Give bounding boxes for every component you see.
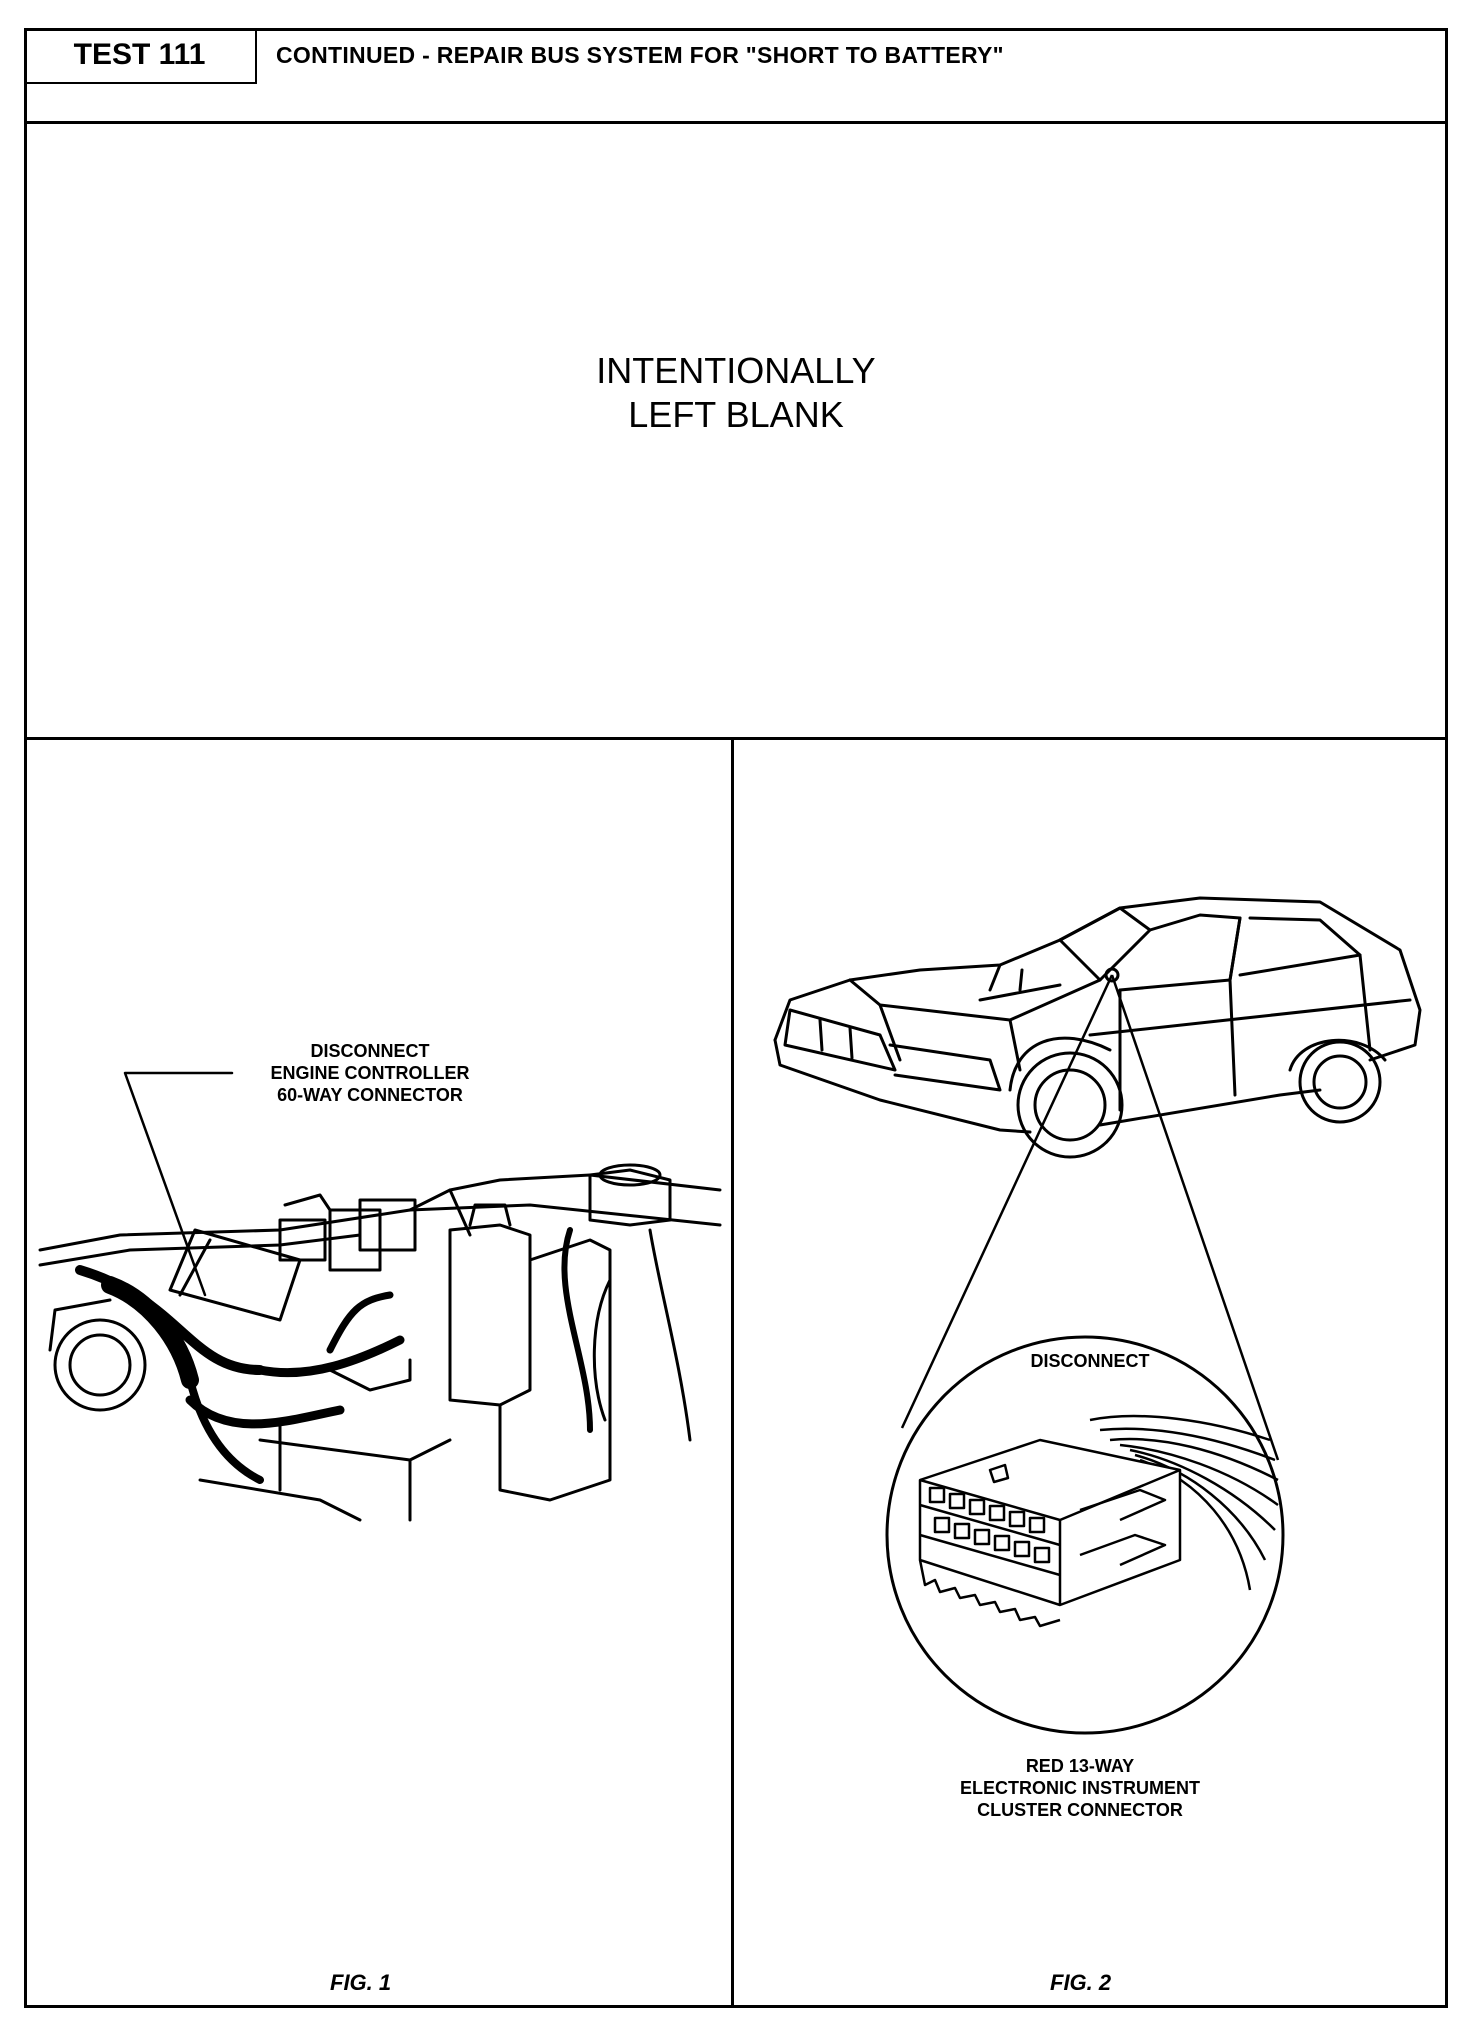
fig1-callout-line3: 60-WAY CONNECTOR — [277, 1085, 463, 1105]
fig1-callout: DISCONNECT ENGINE CONTROLLER 60-WAY CONN… — [220, 1040, 520, 1106]
fig2-inset-label: DISCONNECT — [1030, 1351, 1150, 1371]
figure-divider — [731, 740, 734, 2008]
page-title: CONTINUED - REPAIR BUS SYSTEM FOR "SHORT… — [276, 42, 1004, 68]
fig2-callout-line1: RED 13-WAY — [1025, 1756, 1135, 1776]
blank-notice-line1: INTENTIONALLY — [596, 350, 876, 391]
fig2-callout-line3: CLUSTER CONNECTOR — [977, 1800, 1183, 1820]
blank-notice-line2: LEFT BLANK — [628, 394, 844, 435]
page-header: TEST 111 CONTINUED - REPAIR BUS SYSTEM F… — [24, 28, 1448, 124]
blank-notice: INTENTIONALLY LEFT BLANK — [24, 349, 1448, 437]
page-frame — [24, 28, 1448, 2008]
test-number-box: TEST 111 — [24, 28, 257, 84]
fig2-callout-line2: ELECTRONIC INSTRUMENT — [960, 1778, 1200, 1798]
fig1-callout-line1: DISCONNECT — [310, 1041, 430, 1061]
engine-compartment-illustration — [38, 1071, 722, 1522]
fig2-label: FIG. 2 — [1050, 1970, 1112, 1995]
connector-inset-circle — [885, 1335, 1285, 1735]
fig1-label: FIG. 1 — [330, 1970, 392, 1995]
fig1-callout-line2: ENGINE CONTROLLER — [270, 1063, 470, 1083]
blank-panel: INTENTIONALLY LEFT BLANK — [24, 124, 1448, 740]
fig2-callout: RED 13-WAY ELECTRONIC INSTRUMENT CLUSTER… — [880, 1755, 1280, 1821]
